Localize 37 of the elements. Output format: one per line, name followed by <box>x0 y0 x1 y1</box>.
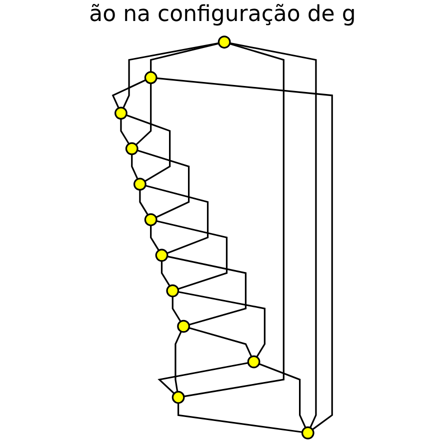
connector <box>120 118 130 144</box>
connector <box>112 79 146 108</box>
connector <box>145 184 209 254</box>
node-circle <box>301 426 314 440</box>
connector <box>172 296 182 322</box>
node-circle <box>133 178 146 191</box>
node-circle <box>247 355 260 368</box>
connector <box>160 260 170 286</box>
connector <box>167 256 247 326</box>
connector <box>126 114 171 182</box>
node-circle <box>125 142 138 156</box>
node-circle <box>155 248 168 262</box>
connector <box>178 291 266 358</box>
connector <box>122 42 219 108</box>
node-circle <box>144 71 158 84</box>
node-circle <box>172 390 185 404</box>
connector <box>188 327 252 358</box>
connector <box>230 42 317 428</box>
connector <box>184 42 284 398</box>
connector <box>135 83 152 146</box>
connector <box>150 42 220 72</box>
node-circle <box>144 213 158 226</box>
node-circle <box>177 320 190 333</box>
connector <box>137 150 190 218</box>
node-circle <box>218 36 231 49</box>
connector <box>258 363 306 428</box>
connector <box>174 331 182 392</box>
connector <box>177 403 302 433</box>
connector <box>131 154 138 180</box>
title: ão na configuração de g <box>88 1 357 29</box>
node-circle <box>114 106 128 120</box>
connector <box>156 220 228 290</box>
connector <box>156 77 333 430</box>
connector <box>158 362 248 394</box>
node-circle <box>166 284 180 298</box>
connector <box>150 225 160 251</box>
connector <box>139 190 149 216</box>
